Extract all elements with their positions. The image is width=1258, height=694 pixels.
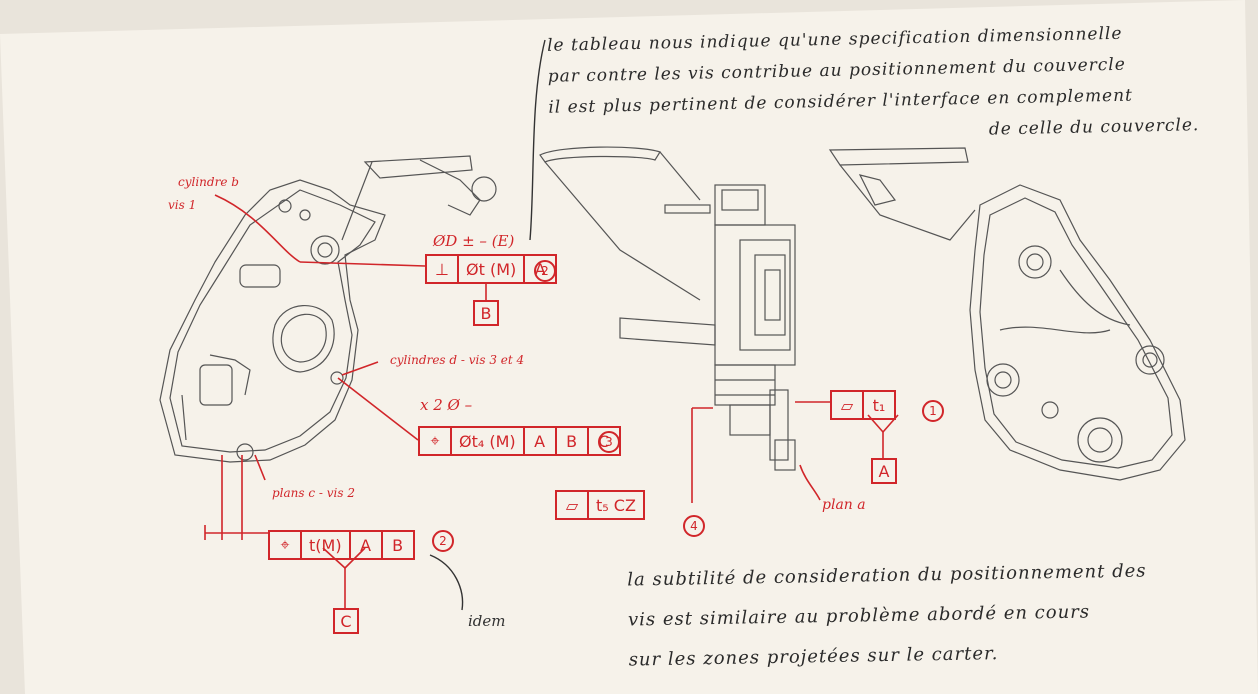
label-x2: x 2 Ø – — [420, 396, 473, 414]
frame2-datum-b: B — [557, 428, 589, 454]
tolerance-frame-flatness-4: ▱ t₅ CZ — [555, 490, 645, 520]
frame5-tolerance: t₅ CZ — [596, 495, 636, 515]
frame4-tolerance: t₁ — [872, 395, 886, 415]
tolerance-frame-flatness-1: ▱ t₁ — [830, 390, 896, 420]
label-cylindres-d: cylindres d - vis 3 et 4 — [390, 353, 525, 367]
frame2-symbol: ⌖ — [420, 428, 452, 454]
frame4-datum-a: A — [871, 458, 897, 484]
frame2-datum-a: A — [525, 428, 557, 454]
top-handwritten-note: le tableau nous indique qu'une specifica… — [547, 17, 1200, 155]
label-dim-b: ØD ± – (E) — [433, 232, 515, 250]
label-plans-c: plans c - vis 2 — [272, 486, 356, 500]
label-cylindre-b: cylindre b — [178, 175, 239, 189]
right-part-drawing — [828, 147, 1186, 481]
frame4-symbol: ▱ — [832, 392, 864, 418]
frame5-number: 4 — [683, 515, 705, 537]
frame3-datum-a: A — [351, 532, 383, 558]
label-idem: idem — [468, 612, 506, 630]
frame3-datum-b: B — [392, 535, 404, 555]
tolerance-frame-position-2: ⌖ t(M) A B — [268, 530, 415, 560]
left-part-drawing — [159, 155, 497, 463]
frame3-symbol: ⌖ — [270, 532, 302, 558]
bottom-handwritten-note: la subtilité de consideration du positio… — [627, 551, 1148, 680]
frame3-tolerance: t(M) — [302, 532, 351, 558]
frame3-datum-c: C — [333, 608, 359, 634]
frame1-tolerance: Øt (M) — [459, 256, 526, 282]
frame1-symbol: ⊥ — [427, 256, 459, 282]
label-plan-a: plan a — [822, 497, 866, 513]
red-leader-lines — [204, 194, 899, 608]
frame2-number: 3 — [598, 431, 620, 453]
frame4-number: 1 — [922, 400, 944, 422]
frame2-tolerance: Øt₄ (M) — [452, 428, 525, 454]
frame1-datum-b: B — [473, 300, 499, 326]
frame1-number: 2 — [534, 260, 556, 282]
frame5-symbol: ▱ — [557, 492, 589, 518]
frame3-number: 2 — [432, 530, 454, 552]
tolerance-frame-position-3: ⌖ Øt₄ (M) A B C — [418, 426, 621, 456]
black-leader-lines — [429, 39, 546, 611]
label-vis-1: vis 1 — [168, 198, 197, 212]
middle-part-drawing — [539, 146, 796, 471]
